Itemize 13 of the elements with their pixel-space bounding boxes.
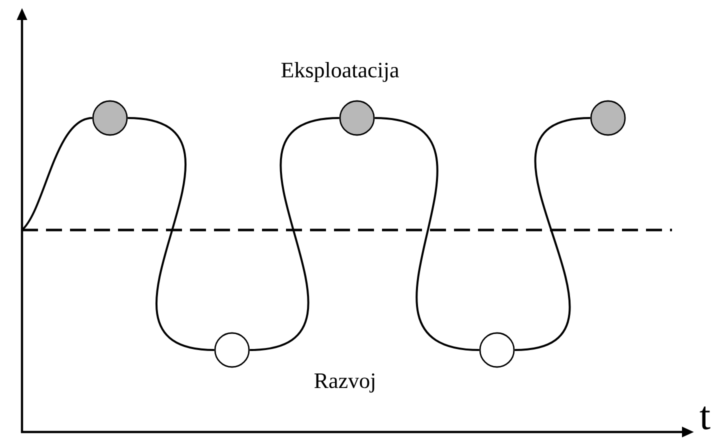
circle-marker xyxy=(339,100,375,136)
axis-label: t xyxy=(700,406,710,430)
circle-marker xyxy=(479,332,515,368)
curve xyxy=(128,117,214,351)
region-label: Eksploatacija xyxy=(281,62,399,82)
curve xyxy=(514,117,590,351)
curve xyxy=(374,117,480,351)
region-label: Razvoj xyxy=(314,373,374,393)
curve xyxy=(21,117,92,231)
circle-marker xyxy=(590,100,626,136)
circle-marker xyxy=(92,100,128,136)
circle-marker xyxy=(214,332,250,368)
curve xyxy=(250,117,340,351)
